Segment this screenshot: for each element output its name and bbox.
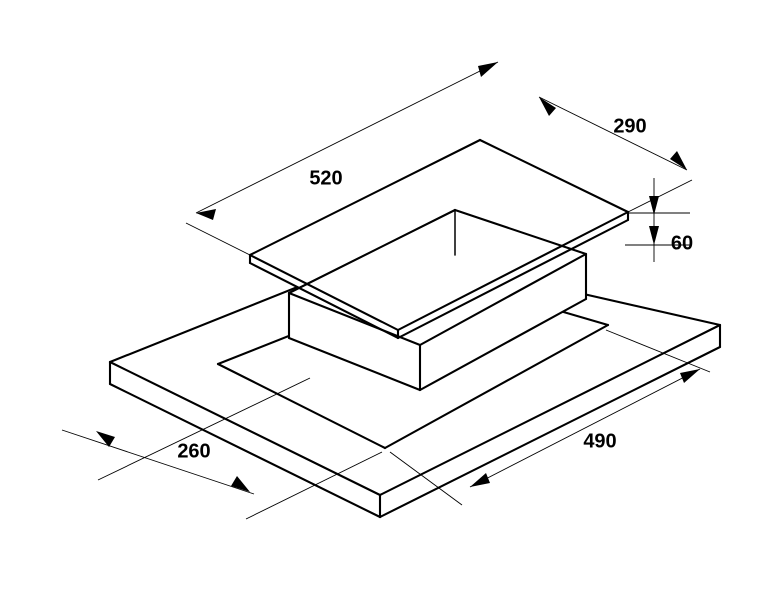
dim-520-arrow-end — [478, 62, 498, 77]
dim-260-label: 260 — [177, 440, 210, 462]
hob-recess-interior-right — [420, 254, 586, 390]
hob-plate-rim-left-fill — [250, 255, 398, 338]
worktop-side-face-right-fill — [380, 325, 720, 517]
dim-520-line — [195, 61, 499, 214]
dim-260-line — [61, 429, 255, 495]
worktop-bottom-edge-right — [378, 345, 722, 519]
hob-recess-opening-edge-bottom-right — [418, 252, 588, 347]
dim-260-arrow-end — [231, 476, 250, 492]
worktop-cutout-edge-bottom-right — [383, 323, 610, 450]
dim-520-ext-start — [185, 222, 251, 256]
dim-490-arrow-end — [470, 473, 490, 487]
worktop-side-face-left-fill — [110, 362, 380, 517]
dim-290-line — [538, 96, 688, 171]
dim-60-arrow-top — [649, 196, 659, 215]
dim-490-label: 490 — [583, 430, 616, 452]
dim-260-ext-start — [97, 377, 311, 481]
dim-290-label: 290 — [613, 115, 646, 137]
hob-plate-underside-edge-right — [396, 218, 630, 340]
dim-290-ext-end — [627, 179, 693, 213]
dimension-490: 490 — [389, 329, 711, 506]
hob-recess-interior-left — [289, 293, 420, 390]
hob-recess-bottom-edge-left — [287, 336, 422, 392]
dim-290-arrow-end — [670, 151, 687, 170]
dim-490-ext-end — [389, 451, 463, 506]
dimension-60: 60 — [625, 178, 693, 262]
dim-290-arrow-start — [539, 97, 556, 116]
dim-60-label: 60 — [671, 232, 693, 254]
worktop-cutout-edge-bottom-left — [216, 362, 387, 450]
hob-recess-bottom-edge-right — [418, 297, 588, 392]
hob-plate-edge-bottom-right — [396, 210, 630, 332]
hob-recess-opening-edge-top-left — [287, 208, 457, 295]
hob-recess-opening-edge-bottom-left — [287, 291, 422, 347]
hob-plate-rim-right-fill — [398, 212, 628, 338]
hob-appliance — [248, 138, 630, 392]
hob-plate-edge-top-left — [248, 138, 482, 257]
hob-recess-opening-edge-top-right — [453, 208, 588, 256]
dimension-260: 260 — [61, 377, 383, 520]
dim-290-ext-start — [479, 139, 514, 157]
dimension-290: 290 — [479, 96, 693, 213]
hob-plate-edge-bottom-left — [248, 253, 400, 332]
dim-260-ext-end — [245, 451, 383, 520]
dim-60-arrow-bottom — [649, 226, 659, 245]
dim-490-ext-start — [605, 329, 711, 373]
dim-520-label: 520 — [309, 167, 342, 189]
dim-490-line — [469, 368, 701, 488]
dim-260-arrow-start — [96, 431, 115, 447]
worktop-edge-bottom-left — [108, 360, 382, 497]
worktop-bottom-edge-left — [108, 382, 382, 519]
dim-520-arrow-start — [196, 209, 216, 220]
dim-490-arrow-start — [680, 369, 700, 383]
